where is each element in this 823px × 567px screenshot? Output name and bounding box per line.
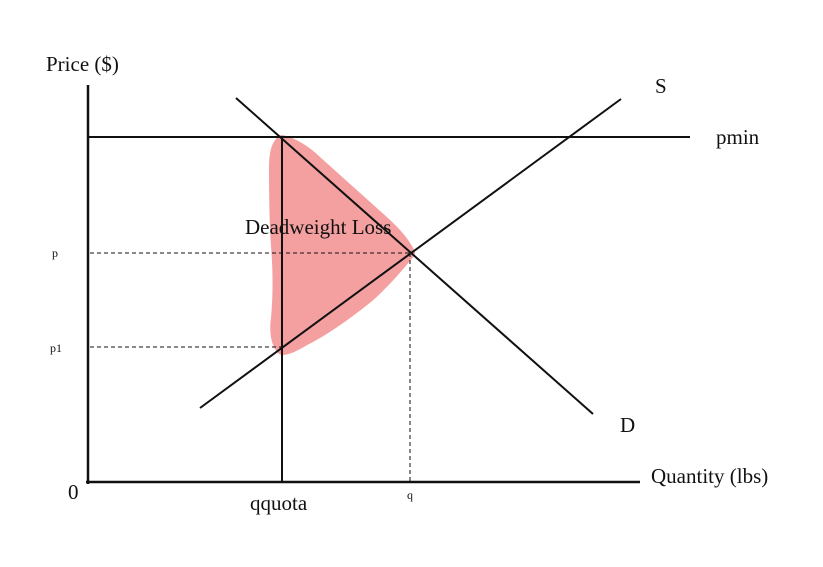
supply-label: S	[655, 74, 667, 98]
demand-label: D	[620, 413, 635, 437]
p1-label: p1	[50, 341, 62, 355]
q-label: q	[407, 488, 413, 502]
deadweight-loss-area	[269, 135, 415, 355]
origin-label: 0	[68, 480, 79, 504]
y-axis-label: Price ($)	[46, 52, 119, 76]
qquota-label: qquota	[250, 491, 308, 515]
price-floor-label: pmin	[716, 125, 760, 149]
p-label: p	[52, 246, 58, 260]
x-axis-label: Quantity (lbs)	[651, 464, 768, 488]
deadweight-loss-label: Deadweight Loss	[245, 215, 391, 239]
demand-curve	[235, 97, 594, 415]
